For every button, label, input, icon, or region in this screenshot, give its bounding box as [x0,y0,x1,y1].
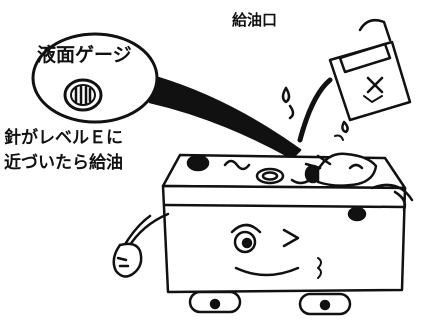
refuel-note-line1: 針がレベルＥに [4,128,123,148]
tank-body [161,184,407,294]
gauge-label: 液面ゲージ [37,44,132,66]
left-arm-icon [112,212,170,278]
level-gauge-icon [63,78,103,112]
drip-icon [281,86,349,141]
callout-pointer [148,76,302,160]
fill-port-icon [186,154,322,185]
side-cap-icon [347,206,367,222]
face-icon [230,223,322,279]
fuel-can-icon [297,19,412,143]
wheels-icon [188,290,352,316]
fill-port-label: 給油口 [232,11,278,29]
tank-band [163,203,406,209]
right-arm-icon [304,152,414,212]
callout-bubble [31,32,159,124]
refuel-note-line2: 近づいたら給油 [4,153,123,173]
